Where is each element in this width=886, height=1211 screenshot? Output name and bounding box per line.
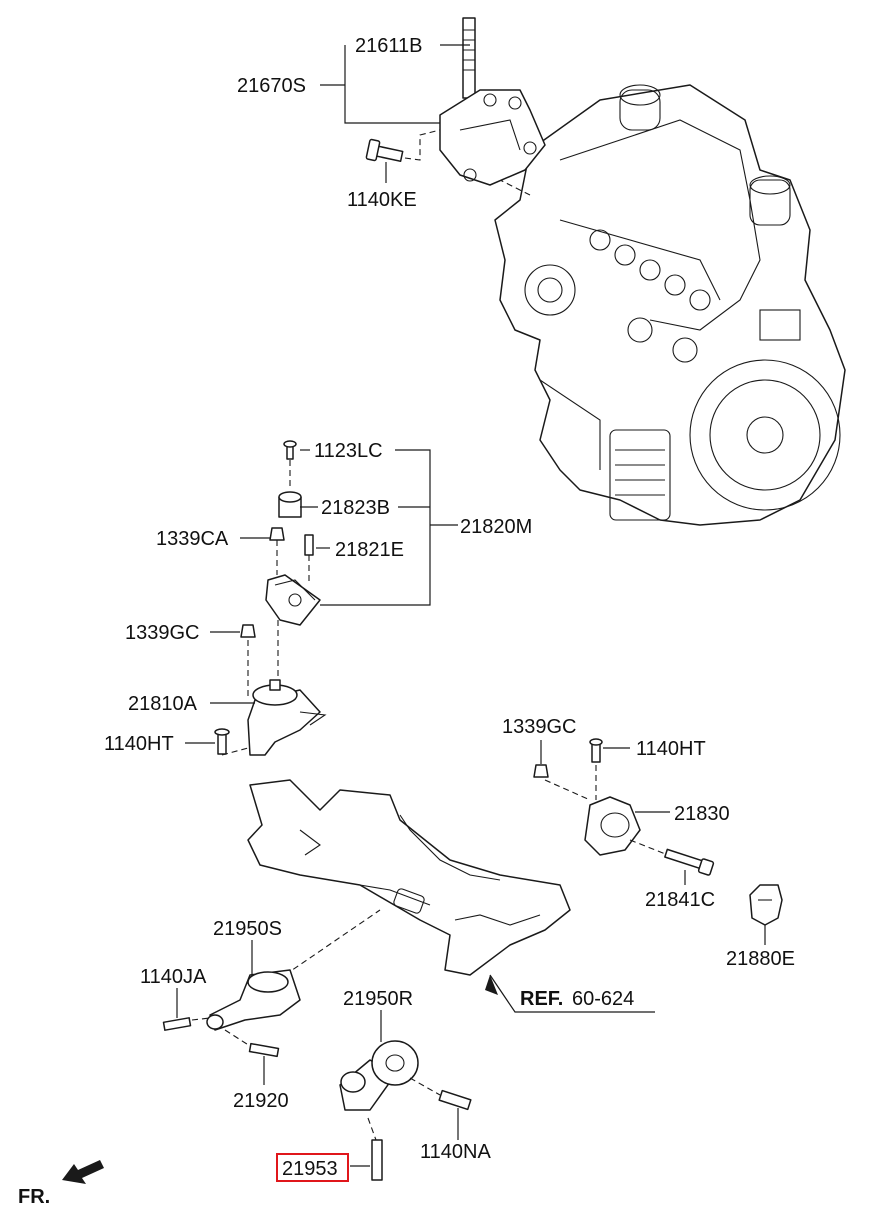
ref-prefix: REF. <box>520 988 563 1010</box>
label-1339GC-left: 1339GC <box>125 622 200 644</box>
top-mount-bracket <box>365 17 546 186</box>
label-21821E: 21821E <box>335 539 404 561</box>
label-21841C: 21841C <box>645 889 715 911</box>
label-21830: 21830 <box>674 803 730 825</box>
label-21823B: 21823B <box>321 497 390 519</box>
front-arrow-icon <box>62 1160 104 1184</box>
label-1140KE: 1140KE <box>347 189 417 211</box>
part-labels: 21611B 21670S 1140KE 1123LC 21823B 21820… <box>104 35 795 1182</box>
label-1339GC-right: 1339GC <box>502 716 577 738</box>
label-21810A: 21810A <box>128 693 198 715</box>
label-21880E: 21880E <box>726 948 795 970</box>
label-21950R: 21950R <box>343 988 413 1010</box>
label-21953: 21953 <box>282 1158 338 1180</box>
leader-lines <box>176 44 766 1167</box>
engine-assembly <box>479 84 846 526</box>
label-1123LC: 1123LC <box>314 440 383 462</box>
label-1140NA: 1140NA <box>420 1141 491 1163</box>
engine-mount-assembly <box>214 440 327 756</box>
highlight-box-21953 <box>276 1153 349 1182</box>
roll-rod-assembly <box>162 909 472 1181</box>
label-1140JA: 1140JA <box>140 966 207 988</box>
label-21950S: 21950S <box>213 918 282 940</box>
transmission-mount <box>533 738 783 926</box>
label-1140HT-right: 1140HT <box>636 738 706 760</box>
front-direction-indicator: FR. <box>18 1160 104 1208</box>
label-21670S: 21670S <box>237 75 306 97</box>
label-1339CA: 1339CA <box>156 528 229 550</box>
subframe <box>247 779 571 976</box>
ref-code: 60-624 <box>572 988 634 1010</box>
label-21611B: 21611B <box>355 35 422 57</box>
front-label: FR. <box>18 1186 50 1208</box>
label-21920: 21920 <box>233 1090 289 1112</box>
label-21820M: 21820M <box>460 516 532 538</box>
label-1140HT-left: 1140HT <box>104 733 174 755</box>
